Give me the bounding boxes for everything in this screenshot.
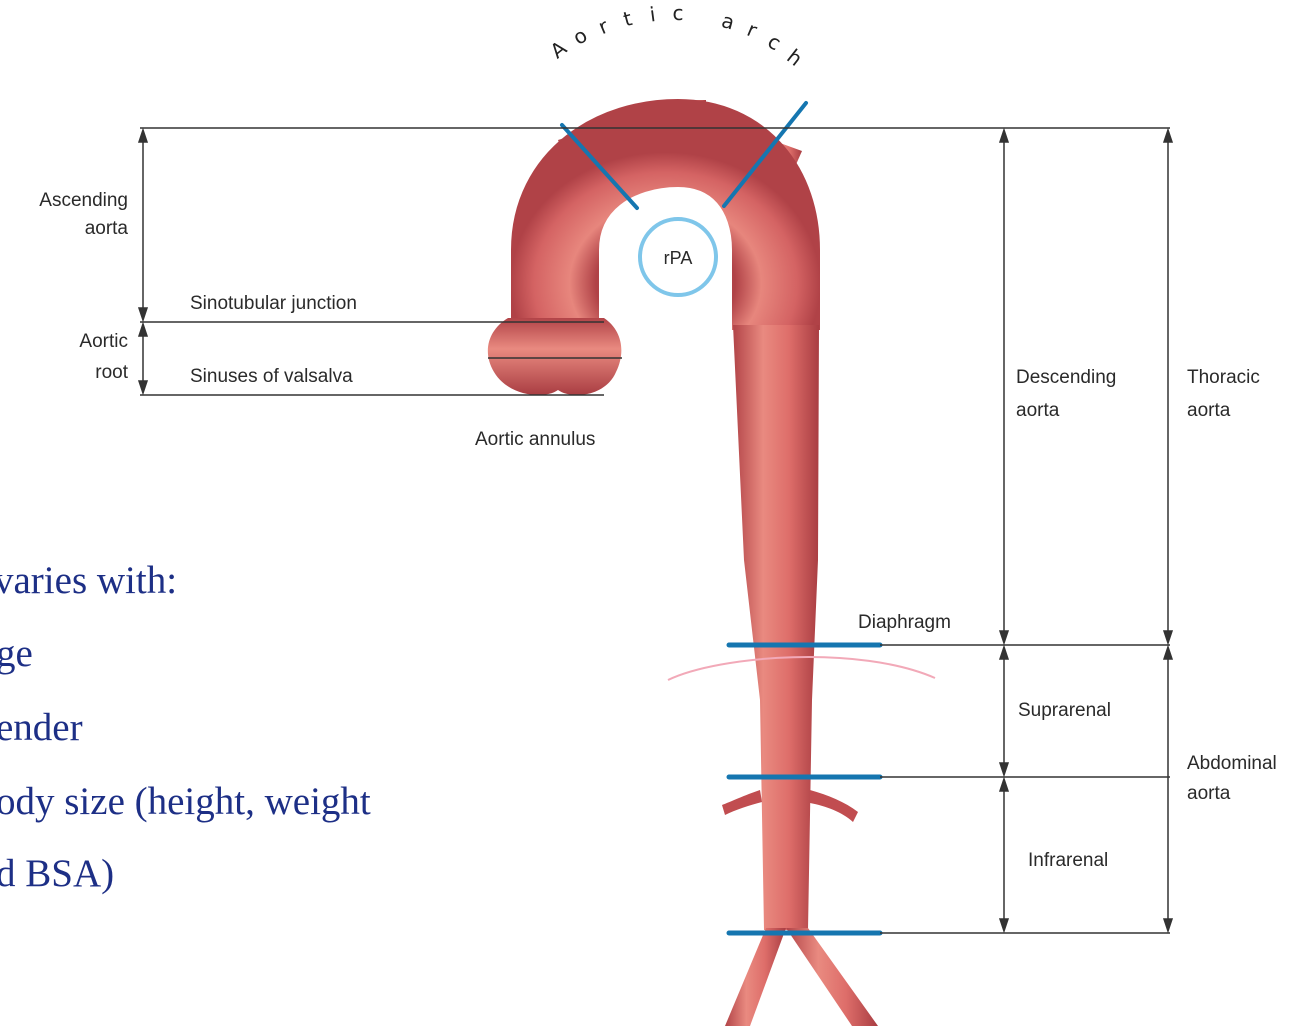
aortic-root-shape: [488, 318, 622, 395]
sinuses-of-valsalva-label: Sinuses of valsalva: [190, 366, 353, 387]
thoracic-aorta-label-1: Thoracic: [1187, 367, 1260, 388]
ascending-aorta-label-1: Ascending: [39, 190, 128, 211]
infrarenal-label: Infrarenal: [1028, 850, 1108, 871]
abdominal-aorta-label-1: Abdominal: [1187, 753, 1277, 774]
bullet-line-3: ender: [0, 706, 83, 749]
bullet-line-5: d BSA): [0, 852, 114, 895]
descending-aorta-label-1: Descending: [1016, 367, 1116, 388]
bullet-line-1: varies with:: [0, 559, 177, 602]
rpa-label: rPA: [664, 248, 693, 268]
bullet-line-2: ge: [0, 632, 33, 675]
right-renal-artery: [722, 790, 762, 815]
bullet-line-4: ody size (height, weight: [0, 780, 371, 823]
suprarenal-label: Suprarenal: [1018, 700, 1111, 721]
sinotubular-junction-label: Sinotubular junction: [190, 293, 357, 314]
ascending-aorta-label-2: aorta: [85, 218, 129, 239]
anatomy-labels: Ascending aorta Aortic root Sinotubular …: [39, 190, 1277, 871]
descending-aorta-label-2: aorta: [1016, 400, 1060, 421]
diaphragm-label: Diaphragm: [858, 612, 951, 633]
right-iliac-artery: [725, 928, 786, 1026]
aortic-annulus-label: Aortic annulus: [475, 429, 595, 450]
abdominal-aorta-label-2: aorta: [1187, 783, 1231, 804]
slide-bullets: varies with: ge ender ody size (height, …: [0, 559, 371, 895]
left-renal-artery: [810, 790, 858, 822]
aortic-root-label-1: Aortic: [79, 331, 128, 352]
descending-aorta-shape: [733, 325, 819, 930]
thoracic-aorta-label-2: aorta: [1187, 400, 1231, 421]
aortic-root-label-2: root: [95, 362, 128, 383]
left-iliac-artery: [786, 928, 878, 1026]
